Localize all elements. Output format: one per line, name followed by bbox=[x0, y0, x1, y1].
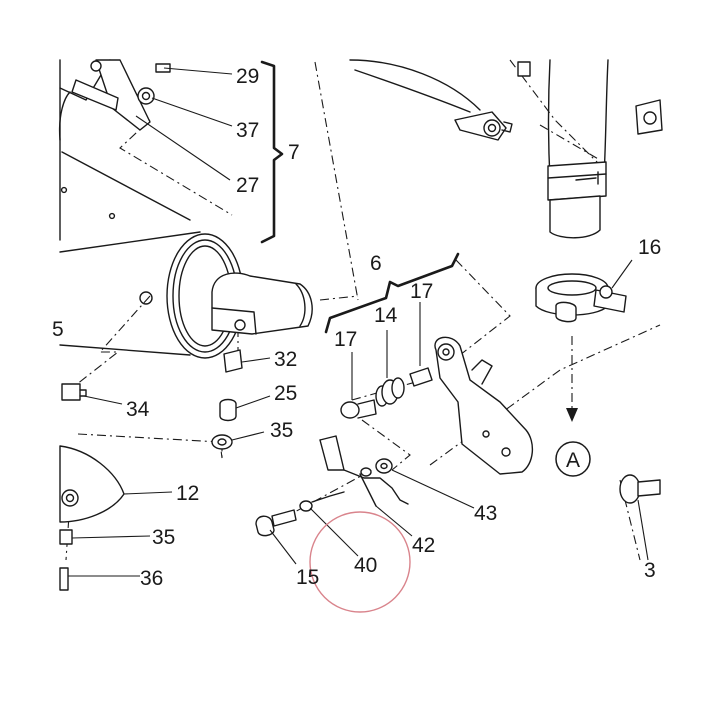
pipe-clamp-16 bbox=[535, 273, 627, 323]
callout-17-lower: 17 bbox=[334, 328, 357, 351]
callout-16: 16 bbox=[638, 236, 661, 259]
clip-42 bbox=[319, 435, 409, 507]
callout-42: 42 bbox=[412, 534, 435, 557]
muffler-silencer bbox=[58, 59, 313, 359]
reference-arrow bbox=[566, 336, 578, 422]
callout-7: 7 bbox=[288, 141, 300, 164]
frame-arm bbox=[349, 59, 531, 141]
washer-43 bbox=[360, 458, 393, 477]
reference-marker-label: A bbox=[566, 449, 580, 472]
callout-37: 37 bbox=[236, 119, 259, 142]
spacer-17 bbox=[340, 367, 433, 419]
callout-29: 29 bbox=[236, 65, 259, 88]
callout-32: 32 bbox=[274, 348, 297, 371]
callout-36: 36 bbox=[140, 567, 163, 590]
callout-3: 3 bbox=[644, 559, 656, 582]
heat-shield-12 bbox=[59, 445, 125, 591]
brace-6 bbox=[324, 252, 460, 334]
callout-25: 25 bbox=[274, 382, 297, 405]
callout-40: 40 bbox=[354, 554, 377, 577]
bracket-plate bbox=[434, 336, 533, 475]
bolt-3 bbox=[619, 474, 661, 504]
callout-35-lower: 35 bbox=[152, 526, 175, 549]
bolt-15 bbox=[255, 491, 345, 537]
callout-14: 14 bbox=[374, 304, 398, 327]
callout-35-upper: 35 bbox=[270, 419, 293, 442]
right-nut bbox=[635, 99, 663, 135]
leader-lines bbox=[68, 67, 649, 577]
rubber-grommet-14 bbox=[375, 377, 405, 407]
callout-labels: 29 37 7 27 16 6 14 17 17 32 25 35 34 5 1… bbox=[52, 65, 661, 590]
brace-7 bbox=[260, 60, 284, 244]
hanger-bracket bbox=[71, 59, 171, 131]
callout-34: 34 bbox=[126, 398, 150, 421]
callout-15: 15 bbox=[296, 566, 319, 589]
callout-17-upper: 17 bbox=[410, 280, 433, 303]
callout-27: 27 bbox=[236, 174, 259, 197]
mount-hardware-stack bbox=[211, 349, 243, 450]
callout-6: 6 bbox=[370, 252, 382, 275]
callout-12: 12 bbox=[176, 482, 199, 505]
header-pipe bbox=[547, 59, 609, 239]
reference-marker-a: A bbox=[555, 441, 591, 477]
callout-43: 43 bbox=[474, 502, 497, 525]
bolt-34 bbox=[61, 383, 87, 401]
callout-5: 5 bbox=[52, 318, 64, 341]
highlight-circle bbox=[309, 511, 411, 613]
